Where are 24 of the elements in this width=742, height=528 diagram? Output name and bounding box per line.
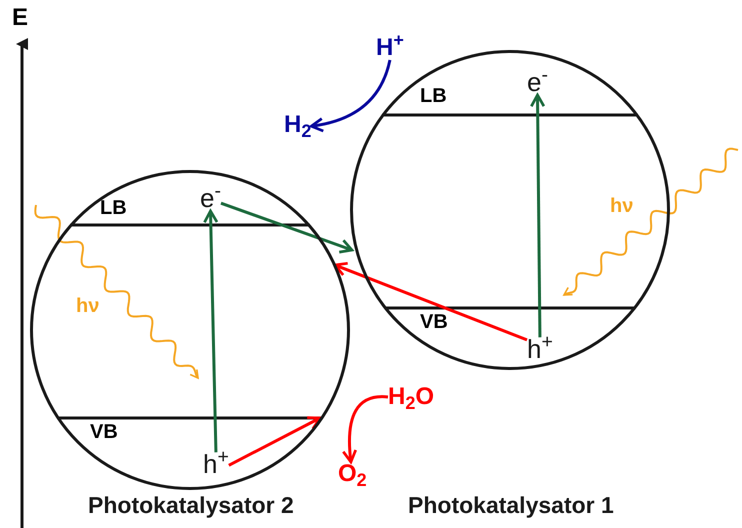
band-label: VB <box>90 422 118 442</box>
charge-carrier: e$^{-}$ <box>527 69 548 95</box>
photocatalyst-caption: Photokatalysator 2 <box>88 494 294 517</box>
chemical-species: H$_{2}$O <box>388 385 434 409</box>
arrow <box>228 416 322 467</box>
charge-carrier: h$^{+}$ <box>203 451 229 477</box>
arrow <box>220 202 354 254</box>
charge-carrier: e$^{-}$ <box>200 185 221 211</box>
arrow <box>530 94 546 338</box>
charge-carrier: h$^{+}$ <box>527 336 553 362</box>
chemical-species: O$_{2}$ <box>338 462 367 486</box>
chemical-species: H$_{2}$ <box>284 113 312 137</box>
arrow <box>342 395 388 464</box>
arrow <box>310 60 392 132</box>
arrow <box>334 262 528 342</box>
axis-label: E <box>12 6 28 30</box>
band-label: VB <box>420 312 448 332</box>
chemical-species: H$^{+}$ <box>376 36 404 60</box>
band-label: LB <box>100 198 127 218</box>
band-label: LB <box>420 86 447 106</box>
arrow <box>203 210 218 452</box>
photocatalyst-caption: Photokatalysator 1 <box>408 494 614 517</box>
photon-label: hν <box>76 296 100 316</box>
photon-label: hν <box>610 196 634 216</box>
